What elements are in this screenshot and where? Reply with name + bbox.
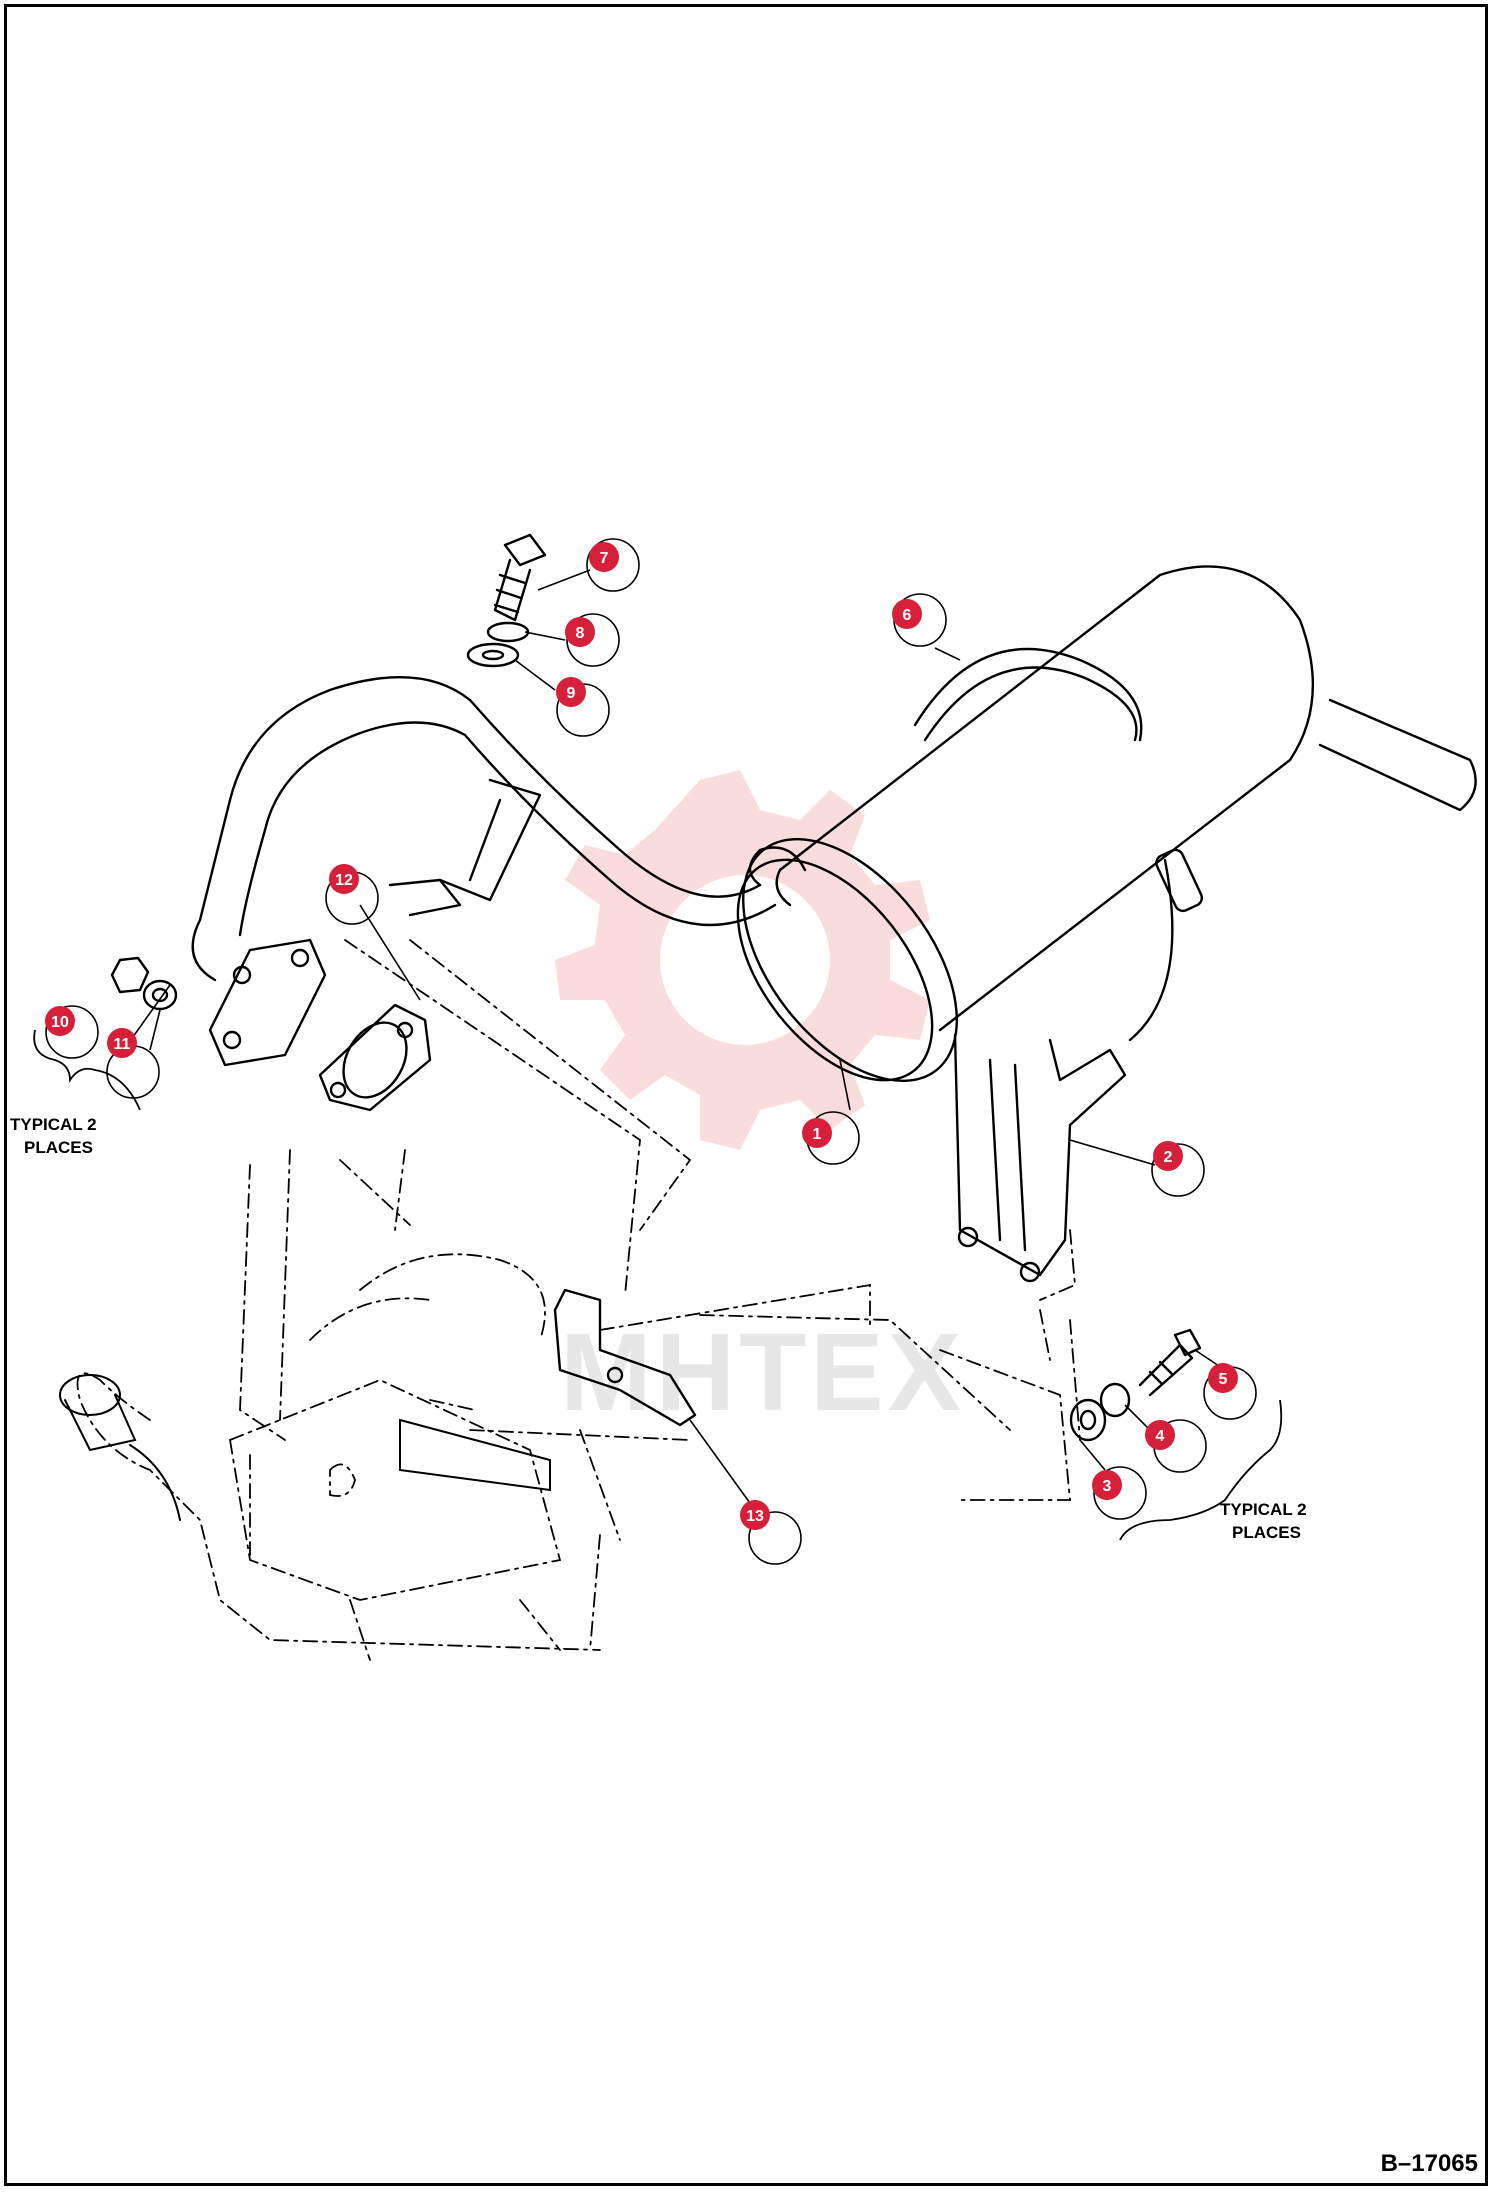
callout-4[interactable]: 4 [1145,1420,1175,1450]
callout-3-label: 3 [1103,1478,1112,1495]
callout-13[interactable]: 13 [740,1500,770,1530]
note-right-line2: PLACES [1232,1523,1301,1542]
figure-id: B–17065 [1380,2150,1478,2177]
note-braces [33,1029,1283,1541]
callout-5[interactable]: 5 [1208,1363,1238,1393]
callout-8[interactable]: 8 [565,617,595,647]
callout-11-label: 11 [114,1036,131,1053]
nut-washer-left [110,956,178,1011]
pipe-bracket [553,1288,697,1427]
callout-6-label: 6 [903,607,912,624]
callout-6[interactable]: 6 [892,599,922,629]
callout-5-label: 5 [1219,1371,1228,1388]
pipe-flange [208,938,327,1067]
callout-8-label: 8 [576,625,585,642]
callout-badges: 1 2 3 4 5 6 7 [45,542,1238,1530]
callout-11[interactable]: 11 [107,1028,137,1058]
gasket [318,1003,432,1112]
callout-9[interactable]: 9 [556,677,586,707]
callout-4-label: 4 [1156,1428,1165,1445]
callout-1-label: 1 [813,1126,822,1143]
note-left-line1: TYPICAL 2 [10,1115,97,1134]
watermark-gear-icon [555,770,930,1150]
muffler [736,565,1477,1083]
callout-7[interactable]: 7 [589,542,619,572]
engine-phantom-outline [76,939,1081,1661]
callout-12-label: 12 [335,872,353,889]
pipe-hanger [388,778,542,917]
engine-detail [59,1374,551,1521]
note-left-line2: PLACES [24,1138,93,1157]
drawing-border [4,4,1488,2186]
callout-9-label: 9 [567,685,576,702]
callout-3[interactable]: 3 [1092,1470,1122,1500]
callout-1[interactable]: 1 [802,1118,832,1148]
muffler-bracket [953,1033,1127,1283]
callout-2-label: 2 [1164,1149,1173,1166]
note-right-line1: TYPICAL 2 [1220,1500,1307,1519]
callout-2[interactable]: 2 [1153,1141,1183,1171]
clamp-band [913,647,1204,1042]
callout-10-label: 10 [51,1014,69,1031]
watermark-text: MHTEX [560,1311,965,1434]
bolt-stack-upper [466,533,547,668]
callout-7-label: 7 [600,550,609,567]
exhaust-pipe [191,676,777,982]
callout-13-label: 13 [746,1508,764,1525]
callout-12[interactable]: 12 [329,864,359,894]
bolt-stack-right [1069,1328,1202,1442]
callout-10[interactable]: 10 [45,1006,75,1036]
leader-lines [119,569,1226,1511]
